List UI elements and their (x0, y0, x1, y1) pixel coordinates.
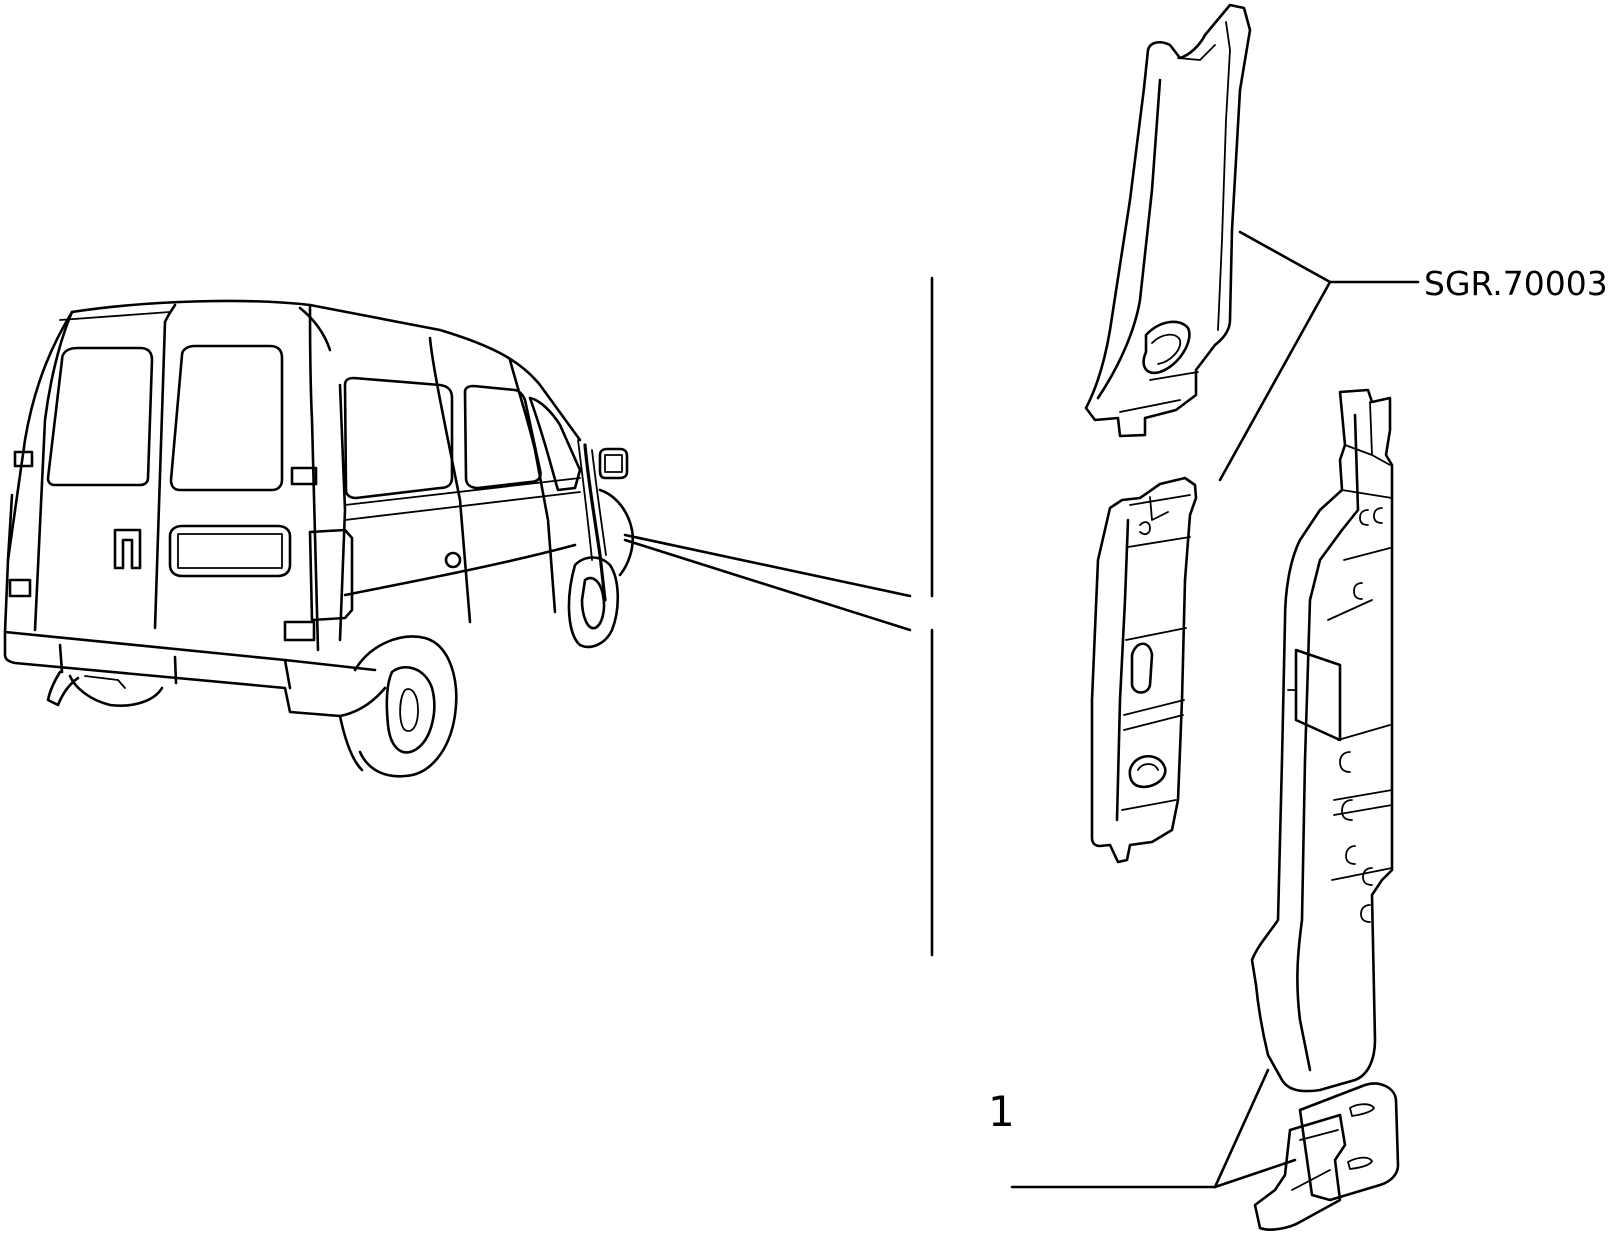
leader-lines (623, 276, 934, 957)
callout-number-1: 1 (988, 1087, 1015, 1136)
van-illustration (3, 299, 634, 778)
reference-code-label: SGR.70003 (1424, 264, 1608, 303)
lower-brackets (1253, 1082, 1400, 1231)
upper-pillar-panel (1084, 3, 1252, 438)
callout-lines (1010, 230, 1420, 1189)
middle-reinforcement (1090, 476, 1198, 864)
lower-long-pillar (1250, 388, 1394, 1093)
